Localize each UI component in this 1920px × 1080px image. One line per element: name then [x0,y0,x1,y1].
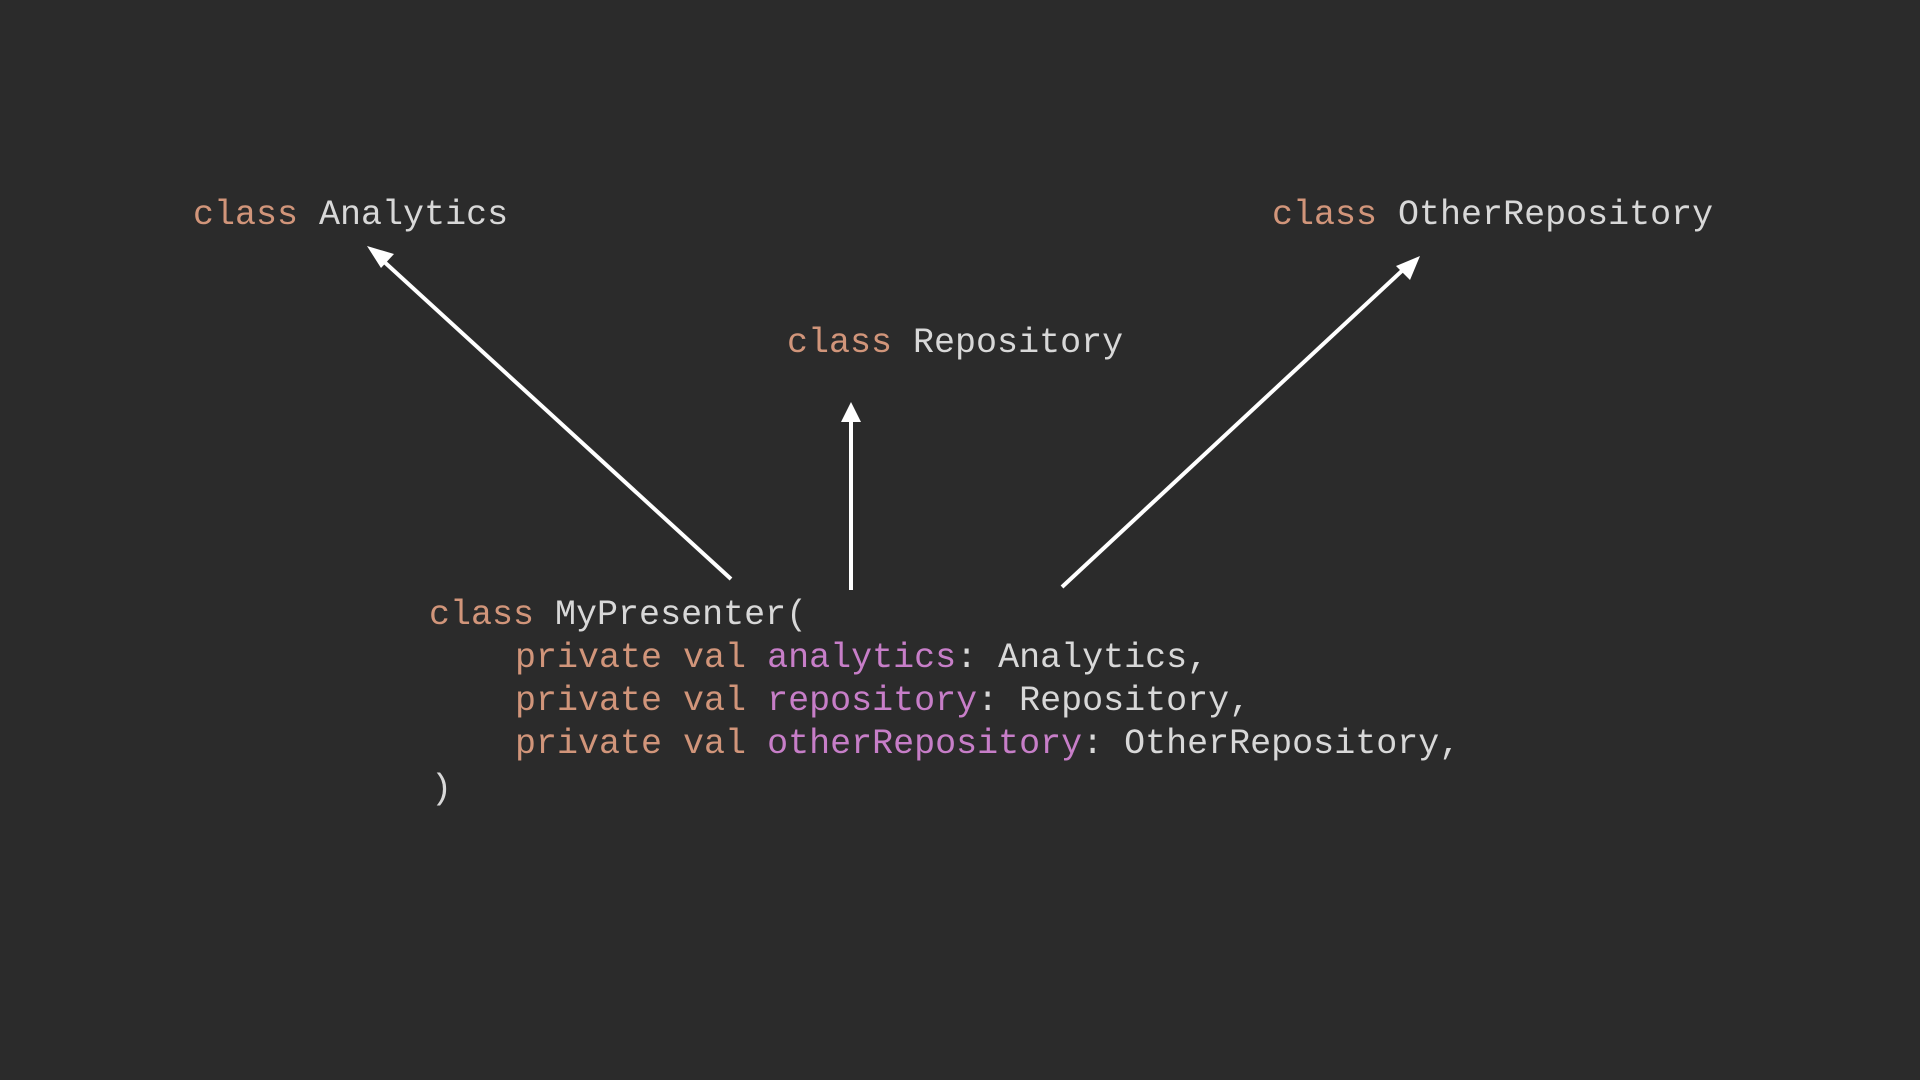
keyword-val: val [683,638,747,678]
class-name-analytics: Analytics [319,195,509,235]
class-repository-label: class Repository [787,322,1123,365]
keyword-class: class [787,323,893,363]
keyword-class: class [193,195,299,235]
modifier-private: private [515,681,663,721]
keyword-class: class [429,595,535,635]
param-name-analytics: analytics [767,638,957,678]
keyword-val: val [683,681,747,721]
arrow-to-analytics [367,246,733,581]
presenter-header-line: class MyPresenter( [429,594,807,637]
param-line-analytics: private val analytics: Analytics, [515,637,1208,680]
type-separator: : [977,681,1020,721]
comma: , [1229,681,1251,721]
class-name-mypresenter: MyPresenter [555,595,787,635]
presenter-close-line: ) [431,768,452,811]
keyword-class: class [1272,195,1378,235]
class-name-repository: Repository [913,323,1124,363]
class-analytics-label: class Analytics [193,194,508,237]
class-other-repository-label: class OtherRepository [1272,194,1713,237]
keyword-val: val [683,724,747,764]
type-separator: : [1082,724,1125,764]
param-type-other-repository: OtherRepository [1124,724,1440,764]
param-type-repository: Repository [1019,681,1230,721]
param-name-other-repository: otherRepository [767,724,1083,764]
comma: , [1439,724,1461,764]
modifier-private: private [515,638,663,678]
param-line-other-repository: private val otherRepository: OtherReposi… [515,723,1460,766]
param-name-repository: repository [767,681,978,721]
type-separator: : [956,638,999,678]
comma: , [1187,638,1209,678]
arrow-to-other-repository [1060,256,1420,589]
param-type-analytics: Analytics [998,638,1188,678]
param-line-repository: private val repository: Repository, [515,680,1250,723]
open-paren: ( [786,595,808,635]
close-paren: ) [431,769,453,809]
modifier-private: private [515,724,663,764]
class-name-other-repository: OtherRepository [1398,195,1714,235]
arrow-to-repository [841,402,861,590]
